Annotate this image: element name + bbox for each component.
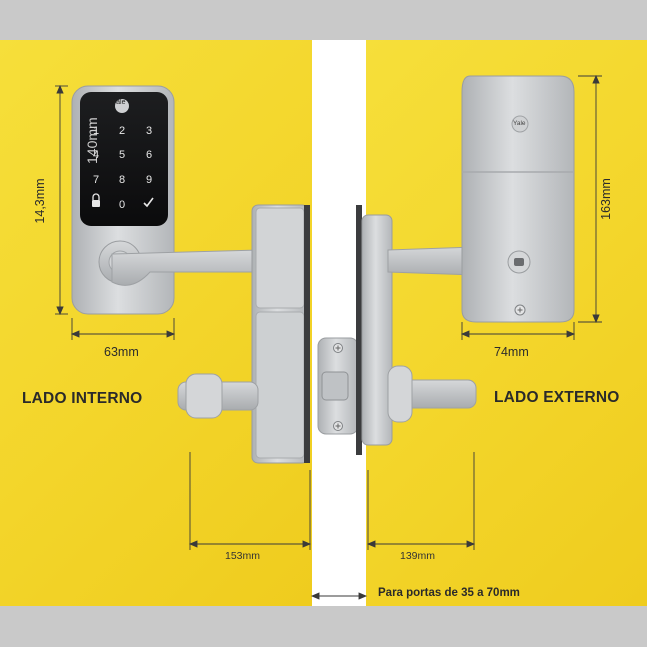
top-grey-band <box>0 0 647 40</box>
outer-keyhole-icon <box>514 258 524 266</box>
key-1: 1 <box>93 125 99 137</box>
outer-yale-logo-icon <box>511 115 529 133</box>
bottom-grey-band <box>0 606 647 647</box>
lock-key-icon <box>92 200 100 207</box>
keypad-overlay-dimension: 140mm <box>84 117 100 164</box>
key-3: 3 <box>146 125 152 137</box>
key-8: 8 <box>119 174 125 186</box>
outer-brand-label: Yale <box>513 120 526 127</box>
key-4: 4 <box>93 149 99 161</box>
inner-depth-dimension: 153mm <box>225 550 261 562</box>
keypad-glass <box>80 92 168 226</box>
outer-side-label: LADO EXTERNO <box>494 389 620 406</box>
outer-mortise-plate <box>356 205 393 455</box>
strike-plate <box>317 337 359 435</box>
inner-width-dimension: 63mm <box>104 345 139 359</box>
inner-mortise-plate <box>251 204 310 464</box>
door-thickness-note: Para portas de 35 a 70mm <box>378 587 520 599</box>
outer-depth-dimension: 139mm <box>400 550 436 562</box>
inner-lever <box>111 249 263 286</box>
key-7: 7 <box>93 174 99 186</box>
keypad-brand-label: Yale <box>112 99 126 106</box>
key-9: 9 <box>146 174 152 186</box>
outer-height-dimension: 163mm <box>599 178 613 220</box>
outer-lock-body <box>461 75 575 323</box>
yale-logo-icon <box>115 99 129 113</box>
inner-height-dimension: 14,3mm <box>33 178 47 224</box>
outer-width-dimension: 74mm <box>494 345 529 359</box>
key-2: 2 <box>119 125 125 137</box>
key-6: 6 <box>146 149 152 161</box>
inner-side-label: LADO INTERNO <box>22 390 143 407</box>
key-5: 5 <box>119 149 125 161</box>
check-key-icon <box>143 197 154 208</box>
key-0: 0 <box>119 199 125 211</box>
